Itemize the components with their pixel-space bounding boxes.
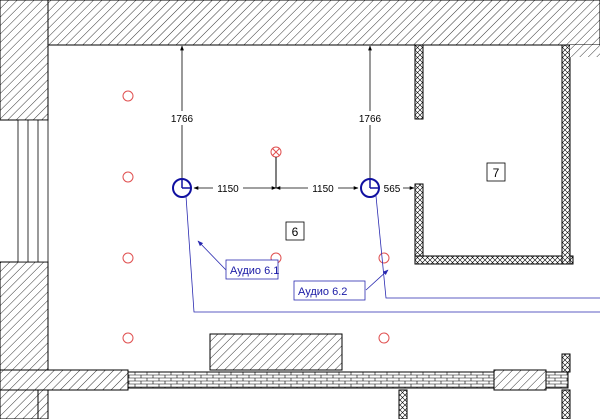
room-tag-7: 7 xyxy=(486,162,506,182)
niche-block xyxy=(209,333,343,371)
light-fixtures xyxy=(122,90,390,344)
audio-label-2-text: Аудио 6.2 xyxy=(298,286,347,298)
leaders xyxy=(197,240,389,291)
dim-text-left-h: 1150 xyxy=(217,184,239,195)
ceiling-light-icon xyxy=(378,332,390,344)
audio-label-1: Аудио 6.1 xyxy=(225,259,279,280)
speaker-icon xyxy=(360,178,380,198)
top-wall xyxy=(0,0,600,46)
audio-label-1-text: Аудио 6.1 xyxy=(230,265,279,277)
ceiling-light-icon xyxy=(378,252,390,264)
lower-partition-2 xyxy=(561,389,571,419)
partition-right xyxy=(561,44,571,265)
lower-left-partition xyxy=(37,389,49,419)
room-tag-6: 6 xyxy=(285,221,305,241)
ceiling-light-icon xyxy=(122,90,134,102)
partition-upper xyxy=(414,44,424,120)
dim-text-right-h: 565 xyxy=(384,184,401,195)
bottom-wall-right xyxy=(493,369,547,391)
left-wall-lower xyxy=(0,261,49,419)
speakers xyxy=(172,178,380,198)
window-left xyxy=(17,119,49,263)
right-wall-stub xyxy=(570,45,600,57)
room-number-7: 7 xyxy=(493,166,500,180)
left-wall-upper xyxy=(0,0,49,121)
cable-route-2 xyxy=(375,195,600,299)
cable-route-1 xyxy=(185,195,600,313)
partition-lower xyxy=(414,183,424,263)
dim-text-center-h: 1150 xyxy=(312,184,334,195)
audio-label-2: Аудио 6.2 xyxy=(293,280,366,301)
dim-text-right-vertical: 1766 xyxy=(359,114,382,125)
dimension-texts: 1766 1766 1150 1150 565 xyxy=(166,111,403,195)
lower-partition-1 xyxy=(398,389,408,419)
ceiling-light-icon xyxy=(122,252,134,264)
bottom-wall-left xyxy=(0,369,129,391)
bottom-wall-brick xyxy=(127,371,495,389)
partition-bottom xyxy=(414,255,574,265)
speaker-icon xyxy=(172,178,192,198)
dim-text-left-vertical: 1766 xyxy=(171,114,194,125)
bottom-wall-brick-right xyxy=(545,371,569,389)
ceiling-light-icon xyxy=(122,171,134,183)
center-fixture-icon xyxy=(270,146,282,188)
cables xyxy=(185,195,600,313)
room-number-6: 6 xyxy=(292,225,299,239)
right-post-lower xyxy=(561,353,571,373)
ceiling-light-icon xyxy=(122,332,134,344)
